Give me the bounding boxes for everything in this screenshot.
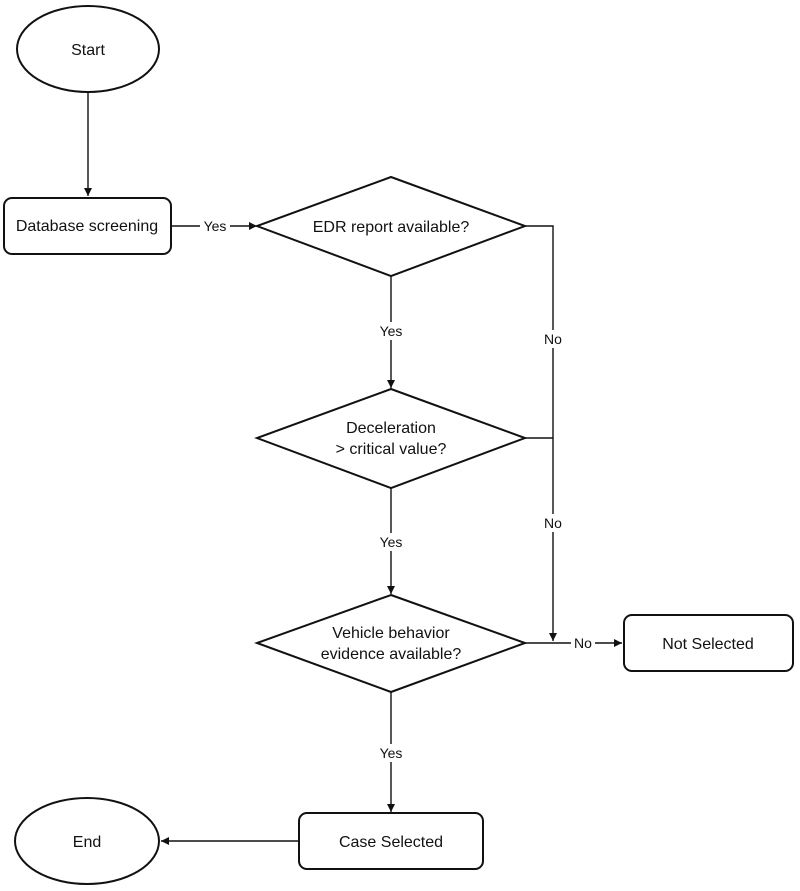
node-deceleration-decision: Deceleration > critical value? — [254, 387, 528, 490]
node-database-screening-label: Database screening — [16, 218, 158, 235]
node-vehicle-behavior-label-line2: evidence available? — [321, 646, 462, 663]
edge-label-text: Yes — [204, 218, 227, 234]
edge-label-edr-no: No — [541, 330, 565, 348]
node-start-label: Start — [71, 42, 105, 59]
node-edr-report-decision: EDR report available? — [254, 175, 528, 278]
node-start: Start — [16, 5, 160, 93]
node-vehicle-behavior-label-line1: Vehicle behavior — [332, 625, 450, 642]
node-vehicle-behavior-decision: Vehicle behavior evidence available? — [254, 593, 528, 694]
edge-label-text: No — [544, 515, 562, 531]
edge-label-text: Yes — [380, 323, 403, 339]
node-not-selected-label: Not Selected — [662, 636, 754, 653]
node-edr-report-label: EDR report available? — [313, 219, 470, 236]
node-database-screening: Database screening — [3, 197, 172, 255]
node-deceleration-label-line1: Deceleration — [346, 420, 436, 437]
edge-label-text: Yes — [380, 534, 403, 550]
node-end-label: End — [73, 834, 101, 851]
edge-label-text: No — [544, 331, 562, 347]
edge-label-db-edr-yes: Yes — [200, 217, 230, 235]
edge-label-vehicle-no: No — [571, 634, 595, 652]
node-case-selected: Case Selected — [298, 812, 484, 870]
edge-label-edr-decel-yes: Yes — [375, 322, 407, 340]
edge-label-vehicle-case-yes: Yes — [375, 744, 407, 762]
node-case-selected-label: Case Selected — [339, 834, 443, 851]
node-not-selected: Not Selected — [623, 614, 794, 672]
edge-label-decel-no: No — [541, 514, 565, 532]
edge-label-text: No — [574, 635, 592, 651]
node-end: End — [14, 797, 160, 885]
edge-label-decel-vehicle-yes: Yes — [375, 533, 407, 551]
node-deceleration-label-line2: > critical value? — [336, 441, 447, 458]
edge-label-text: Yes — [380, 745, 403, 761]
edge-edr-to-not-selected — [525, 225, 557, 641]
